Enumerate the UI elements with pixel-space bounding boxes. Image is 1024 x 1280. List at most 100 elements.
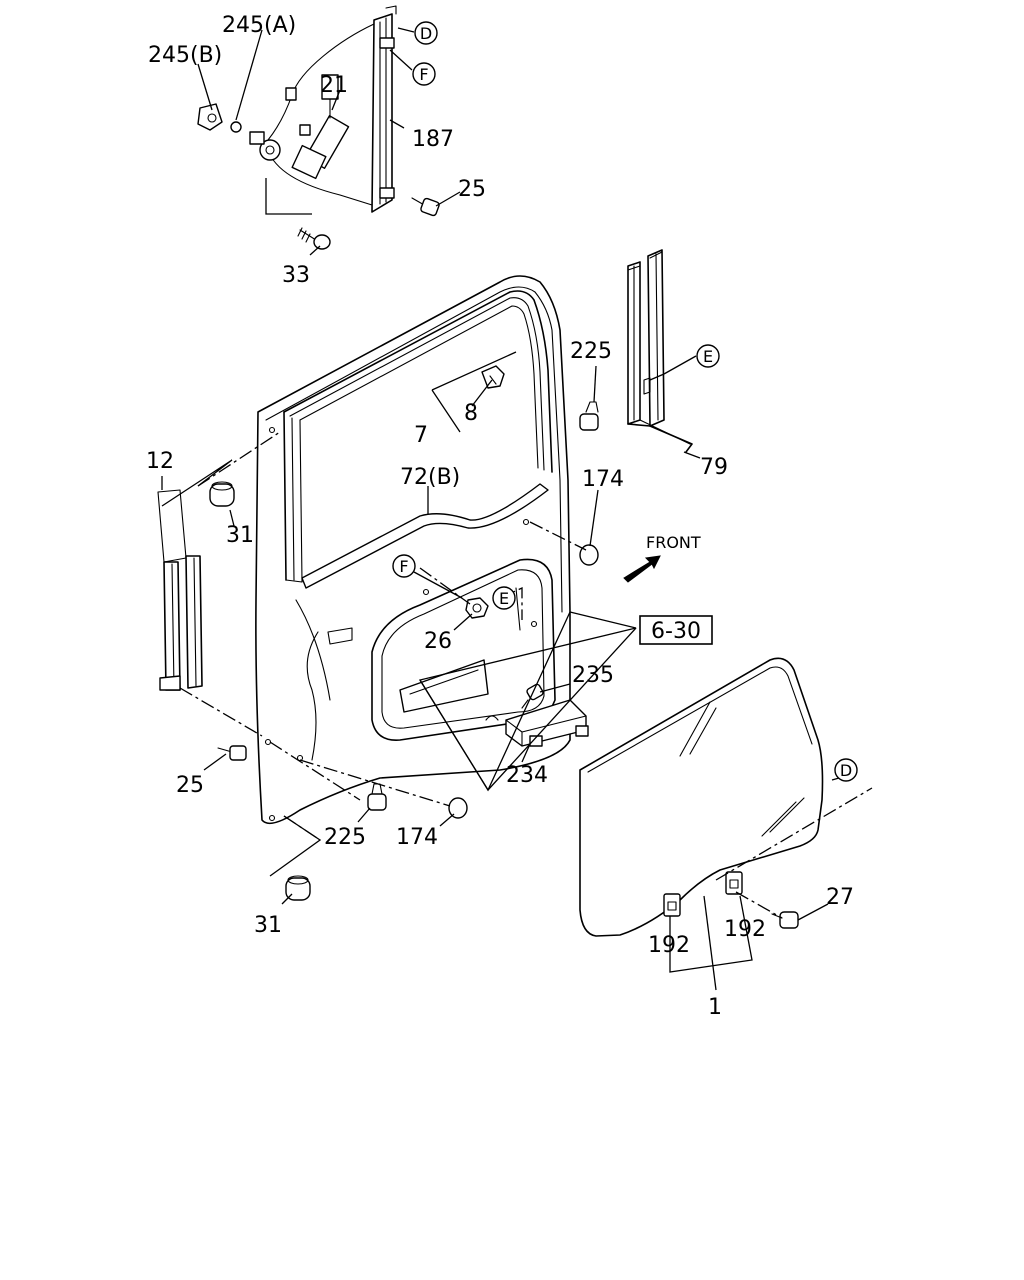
dash-D-glass [715,787,873,881]
leader-234 [521,743,531,763]
label-174-bottom: 174 [396,825,438,850]
label-33: 33 [282,263,310,288]
label-234: 234 [506,763,548,788]
label-72b: 72(B) [400,465,460,490]
clip-8 [481,365,505,389]
label-25-bottom: 25 [176,773,204,798]
nut-26 [465,597,489,619]
leader-174-top [589,489,599,547]
label-192-right: 192 [724,917,766,942]
leader-27 [797,903,829,921]
label-8: 8 [464,401,478,426]
label-front: FRONT [646,533,701,552]
leader-174-bottom [439,813,455,827]
ref-circle-e-mid: E [492,586,516,610]
svg-text:E: E [499,589,509,608]
leader-7 [431,351,517,433]
front-arrow-icon [623,555,661,583]
bushing-31-top [209,481,235,507]
leader-25-bottom [203,753,227,771]
ref-circle-d-glass: D [834,758,858,782]
leader-33b [309,245,321,256]
label-235: 235 [572,663,614,688]
leader-D-top [397,27,415,33]
bolt-27 [771,911,799,929]
label-25-top: 25 [458,177,486,202]
leader-187 [389,119,405,129]
label-245a: 245(A) [222,13,296,38]
label-174-top: 174 [582,467,624,492]
svg-text:6-30: 6-30 [651,619,701,644]
label-187: 187 [412,127,454,152]
door-panel [255,275,571,825]
label-245b: 245(B) [148,43,222,68]
svg-text:E: E [703,347,713,366]
bolt-25-bottom [217,745,247,761]
dash-27 [735,891,783,919]
label-225-top: 225 [570,339,612,364]
plug-174-bottom [448,797,468,819]
label-1: 1 [708,995,722,1020]
leader-21 [331,89,341,111]
leader-235 [539,683,571,693]
leader-E-79 [663,355,697,375]
label-79: 79 [700,455,728,480]
part-245a-washer [230,121,242,133]
svg-text:F: F [399,557,408,576]
ref-circle-f-mid: F [392,554,416,578]
part-79-channel [627,249,693,453]
label-21: 21 [320,73,348,98]
dash-174-bottom [299,759,451,807]
label-225-bottom: 225 [324,825,366,850]
bolt-225-top [579,401,599,431]
leader-245b [197,63,213,111]
ref-circle-d-top: D [414,21,438,45]
leader-6-30b [419,627,637,792]
label-31-top: 31 [226,523,254,548]
leader-192 [669,895,753,973]
door-glass [579,657,824,937]
label-192-left: 192 [648,933,690,958]
leader-31-top-b [229,509,235,527]
part-labels: 245(A) 245(B) 21 187 25 33 225 8 7 79 12… [146,13,854,1020]
leader-8 [471,379,493,407]
label-27: 27 [826,885,854,910]
ref-circle-f-top: F [412,62,436,86]
leader-245a [235,29,263,121]
leader-33 [265,178,312,215]
plug-174-top [579,544,599,566]
leader-79 [683,451,701,459]
ref-circle-e-79: E [696,344,720,368]
leader-31-bottom-b [281,893,293,905]
leader-225-bottom [357,807,371,823]
dash-225-bottom [269,741,361,801]
svg-text:D: D [840,761,852,780]
dash-31-top [197,431,281,487]
window-regulator-assembly [249,5,397,213]
leader-26 [453,613,473,631]
leader-F-top [389,49,413,71]
bolt-225-bottom [367,783,387,811]
leader-1 [703,895,717,991]
label-7: 7 [414,423,428,448]
svg-text:D: D [420,24,432,43]
dash-174-top [529,521,587,551]
bolt-235 [521,683,544,709]
part-245b-bracket [197,103,223,131]
leader-31-top [161,459,233,507]
label-31-bottom: 31 [254,913,282,938]
leader-31-bottom [269,815,322,877]
leader-225-top [593,365,597,403]
leader-F-mid [413,571,463,599]
label-12: 12 [146,449,174,474]
bolt-25-top [411,197,440,217]
screw-33 [297,227,331,250]
svg-text:F: F [419,65,428,84]
dash-12 [179,687,263,737]
leader-25-top [435,191,461,207]
leader-E-79b [649,373,665,381]
part-12-channel [157,489,203,691]
ref-box-6-30: 6-30 [639,615,713,645]
label-26: 26 [424,629,452,654]
